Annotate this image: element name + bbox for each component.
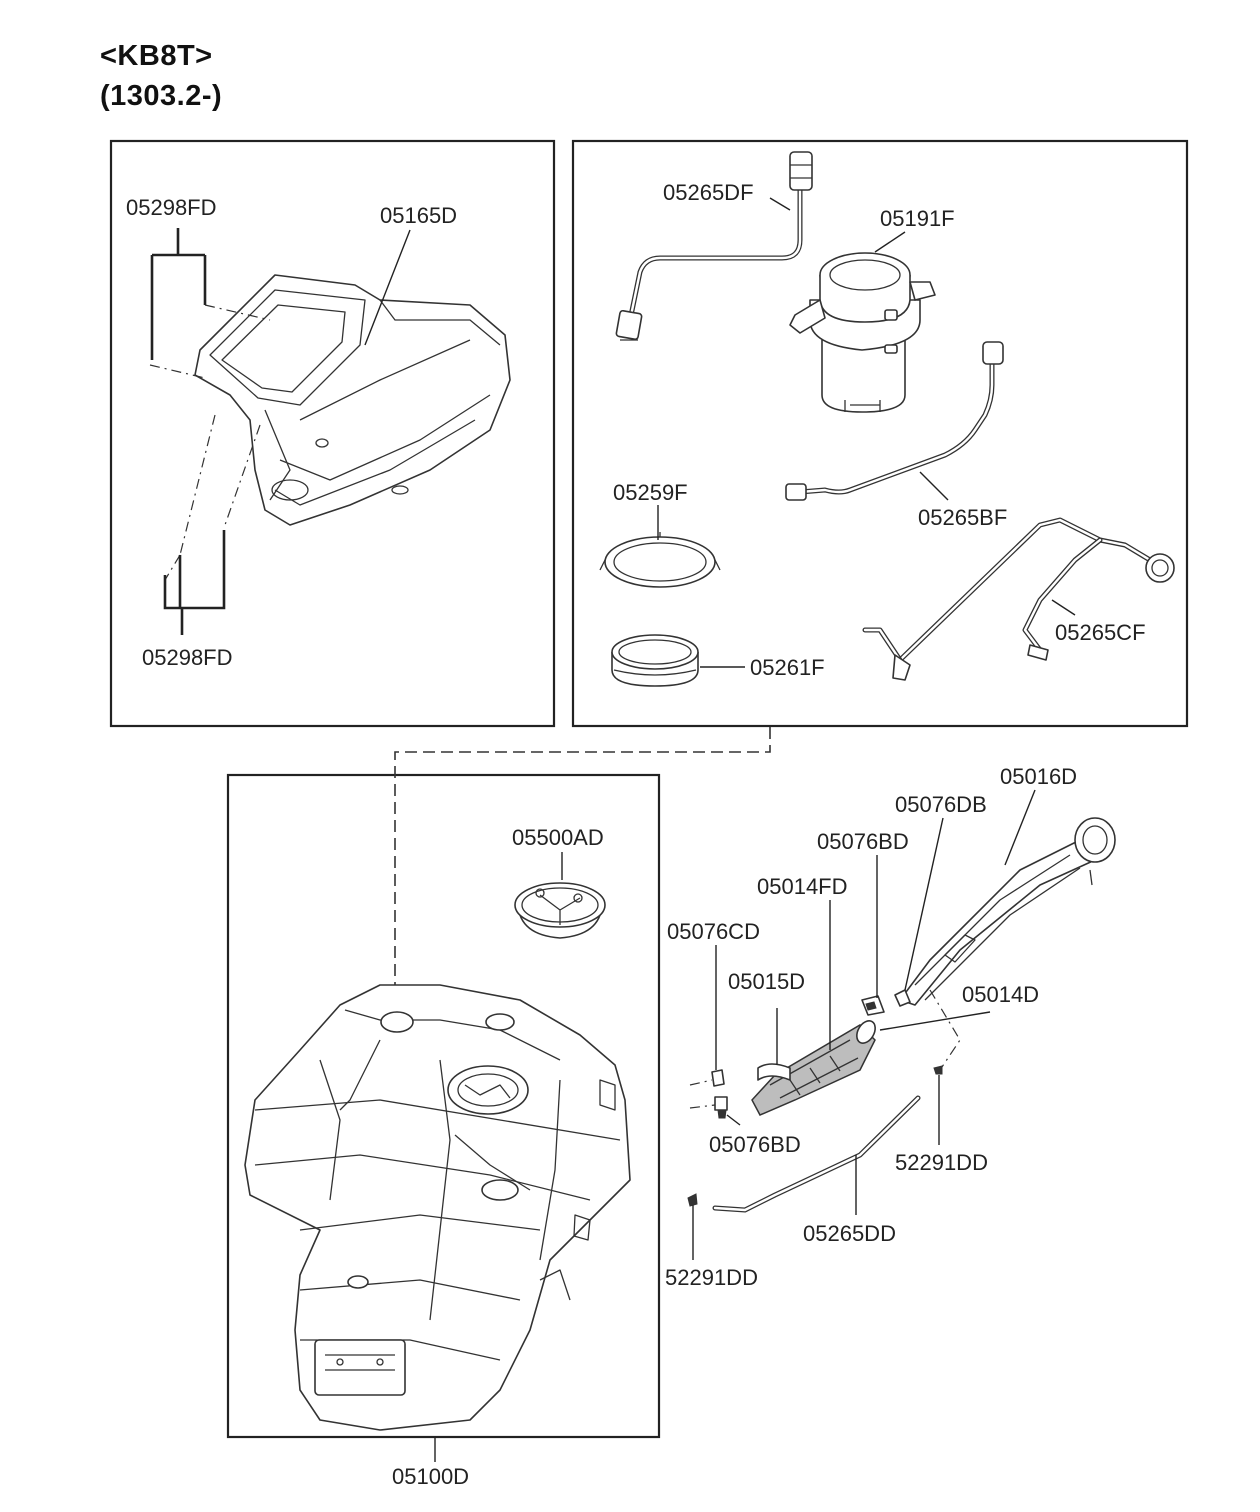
box-fuel-tank [226, 773, 661, 1439]
label-05014FD: 05014FD [757, 874, 848, 899]
label-05298FD-bottom: 05298FD [142, 645, 233, 670]
bracket-05298FD-top [150, 228, 207, 360]
clamp-05076DB [894, 989, 911, 1007]
clamp-05076CD [711, 1069, 725, 1087]
label-05191F: 05191F [880, 206, 955, 231]
lock-ring-05259F [599, 532, 721, 588]
bolt-line-5 [164, 554, 181, 581]
dash-05014D [929, 989, 961, 1071]
leader-05076DB [904, 817, 944, 991]
bolt-line-3 [179, 414, 216, 556]
label-05265BF: 05265BF [918, 505, 1007, 530]
leader-05191F [874, 231, 906, 253]
label-52291DD-right: 52291DD [895, 1150, 988, 1175]
breather-tube-05265DD [712, 1095, 921, 1213]
label-05076BD-bottom: 05076BD [709, 1132, 801, 1157]
fuel-tank-05100D [244, 984, 631, 1431]
hose-05015D [757, 1063, 791, 1081]
leader-05014D [879, 1011, 991, 1031]
bolt-line-2 [149, 364, 206, 379]
leader-05165D [364, 229, 411, 346]
dash-clamps [689, 1079, 716, 1109]
leader-05016D [1004, 789, 1036, 866]
leader-05265BF [919, 471, 949, 501]
label-05165D: 05165D [380, 203, 457, 228]
label-05261F: 05261F [750, 655, 825, 680]
serial-range: (1303.2-) [100, 80, 223, 112]
label-05265DD: 05265DD [803, 1221, 896, 1246]
box-pump-lines [571, 139, 1189, 728]
label-05014D: 05014D [962, 982, 1039, 1007]
bolt-line-4 [224, 424, 261, 526]
bracket-05298FD-bottom [163, 530, 226, 635]
clip-52291DD-right [933, 1065, 943, 1075]
leader-05265CF [1051, 599, 1076, 616]
label-05265DF: 05265DF [663, 180, 754, 205]
model-code: <KB8T> [100, 40, 213, 72]
label-05015D: 05015D [728, 969, 805, 994]
label-05500AD: 05500AD [512, 825, 604, 850]
harness-05265CF [862, 517, 1175, 681]
box-tank-shield [109, 139, 556, 728]
label-05076DB: 05076DB [895, 792, 987, 817]
leader-05265DF [769, 197, 791, 211]
fuel-line-05265BF [785, 341, 1004, 501]
label-05265CF: 05265CF [1055, 620, 1146, 645]
fuel-line-05265DF [615, 151, 813, 341]
clamp-05076BD-bottom [714, 1096, 728, 1119]
clip-52291DD-left [687, 1193, 698, 1207]
label-05259F: 05259F [613, 480, 688, 505]
label-05100D: 05100D [392, 1464, 469, 1489]
connector-line [394, 727, 771, 990]
leader-05076BD-bottom [726, 1114, 741, 1126]
label-05076CD: 05076CD [667, 919, 760, 944]
sender-cover-05500AD [514, 882, 606, 939]
heat-shield-part [194, 274, 511, 526]
label-52291DD-left: 52291DD [665, 1265, 758, 1290]
fuel-pump-05191F [789, 252, 936, 413]
label-05076BD-top: 05076BD [817, 829, 909, 854]
seal-05261F [611, 634, 699, 687]
filler-neck-05016D [899, 817, 1116, 1006]
label-05016D: 05016D [1000, 764, 1077, 789]
label-05298FD-top: 05298FD [126, 195, 217, 220]
clamp-05076BD-top [861, 995, 885, 1016]
